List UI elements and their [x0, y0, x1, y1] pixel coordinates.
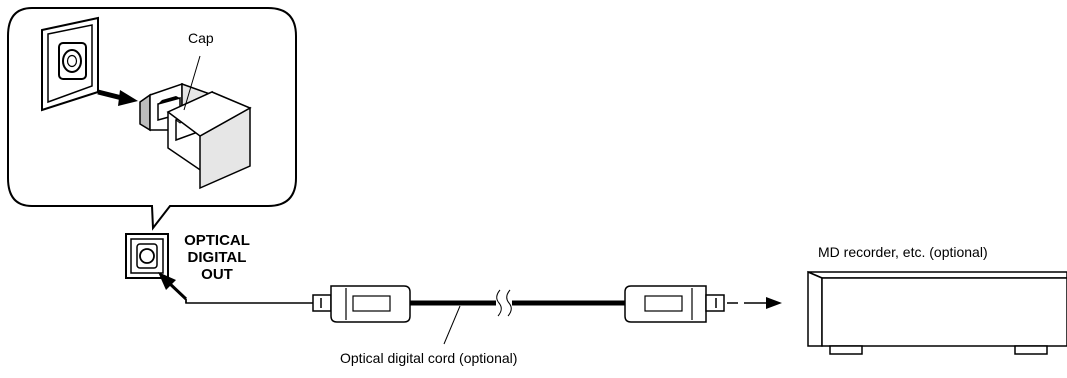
plug-icon-left — [312, 285, 411, 323]
device-label: MD recorder, etc. (optional) — [818, 244, 988, 260]
arrow-icon — [727, 297, 782, 309]
insert-arrow-icon — [158, 272, 188, 301]
jack-label-line3: OUT — [201, 266, 233, 283]
cap-label: Cap — [188, 30, 214, 46]
optical-jack-icon — [125, 233, 169, 279]
optical-cord — [410, 289, 625, 317]
cap-icon — [139, 82, 252, 190]
cord-label: Optical digital cord (optional) — [340, 350, 518, 366]
cable-to-jack — [185, 299, 313, 304]
jack-label-line1: OPTICAL — [184, 232, 250, 249]
jack-panel-closeup-icon — [41, 16, 99, 112]
plug-icon-right — [624, 285, 725, 323]
pull-arrow-icon — [97, 89, 138, 106]
cap-leader-line — [183, 55, 201, 111]
jack-label-line2: DIGITAL — [187, 249, 247, 266]
md-recorder-icon — [807, 270, 1067, 355]
cord-leader-line — [443, 305, 461, 345]
